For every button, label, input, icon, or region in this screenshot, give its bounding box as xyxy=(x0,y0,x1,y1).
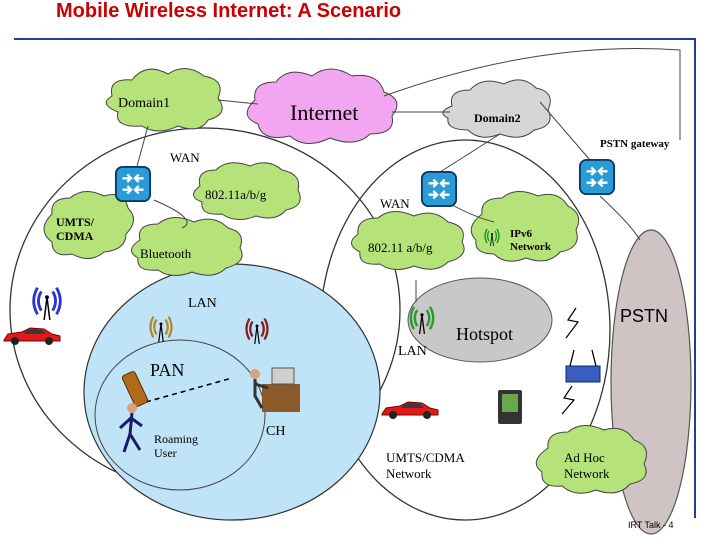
umts-cdma-network-label: UMTS/CDMA Network xyxy=(386,450,465,481)
pda-icon xyxy=(498,390,522,424)
router-icon xyxy=(578,158,616,196)
antenna-icon xyxy=(32,286,62,320)
domain1-cloud xyxy=(105,68,223,132)
walking-user-icon xyxy=(118,403,143,453)
lan-left-label: LAN xyxy=(188,296,217,311)
pstn-label: PSTN xyxy=(620,306,669,326)
ch-label: CH xyxy=(266,424,286,439)
router-icon xyxy=(114,165,152,203)
wifi-left-cloud xyxy=(193,162,301,220)
page-title: Mobile Wireless Internet: A Scenario xyxy=(56,0,402,22)
car-icon xyxy=(3,327,61,346)
domain1-label: Domain1 xyxy=(118,96,171,111)
domain2-label: Domain2 xyxy=(474,111,521,125)
footer-page-number: IRT Talk - 4 xyxy=(628,520,674,530)
right-rule xyxy=(694,38,696,518)
wifi-right-label: 802.11 a/b/g xyxy=(368,240,433,255)
router-icon xyxy=(420,170,458,208)
lightning-icon xyxy=(565,307,580,339)
pstn-gateway-label: PSTN gateway xyxy=(600,138,670,150)
domain2-cloud xyxy=(442,79,551,138)
ad-hoc-network-label: Ad Hoc Network xyxy=(564,450,610,481)
wifi-left-label: 802.11a/b/g xyxy=(205,187,267,202)
internet-cloud xyxy=(246,68,398,144)
wifi-right-cloud xyxy=(351,211,465,270)
lan-right-label: LAN xyxy=(398,344,427,359)
title-rule xyxy=(14,38,694,40)
hotspot-label: Hotspot xyxy=(456,324,514,344)
roaming-user-label: Roaming User xyxy=(154,432,198,460)
pan-ellipse xyxy=(94,339,266,491)
wan-right-label: WAN xyxy=(380,196,410,211)
bluetooth-label: Bluetooth xyxy=(140,246,192,261)
umts-cdma-label: UMTS/ CDMA xyxy=(56,215,95,243)
pan-label: PAN xyxy=(150,360,185,380)
ipv6-cloud xyxy=(470,191,580,262)
car-icon xyxy=(381,401,439,420)
bluetooth-cloud xyxy=(131,217,243,276)
lightning-icon xyxy=(561,385,576,415)
desk-user-icon xyxy=(250,367,300,412)
phone-icon xyxy=(121,371,149,407)
adhoc-cloud xyxy=(535,425,647,494)
laptop-icon xyxy=(565,349,601,383)
internet-label: Internet xyxy=(290,100,359,125)
hotspot-ellipse xyxy=(407,277,553,363)
wan-left-label: WAN xyxy=(170,150,200,165)
umts-cloud xyxy=(43,191,134,259)
ipv6-network-label: IPv6 Network xyxy=(510,228,551,253)
pan-link xyxy=(145,377,233,403)
